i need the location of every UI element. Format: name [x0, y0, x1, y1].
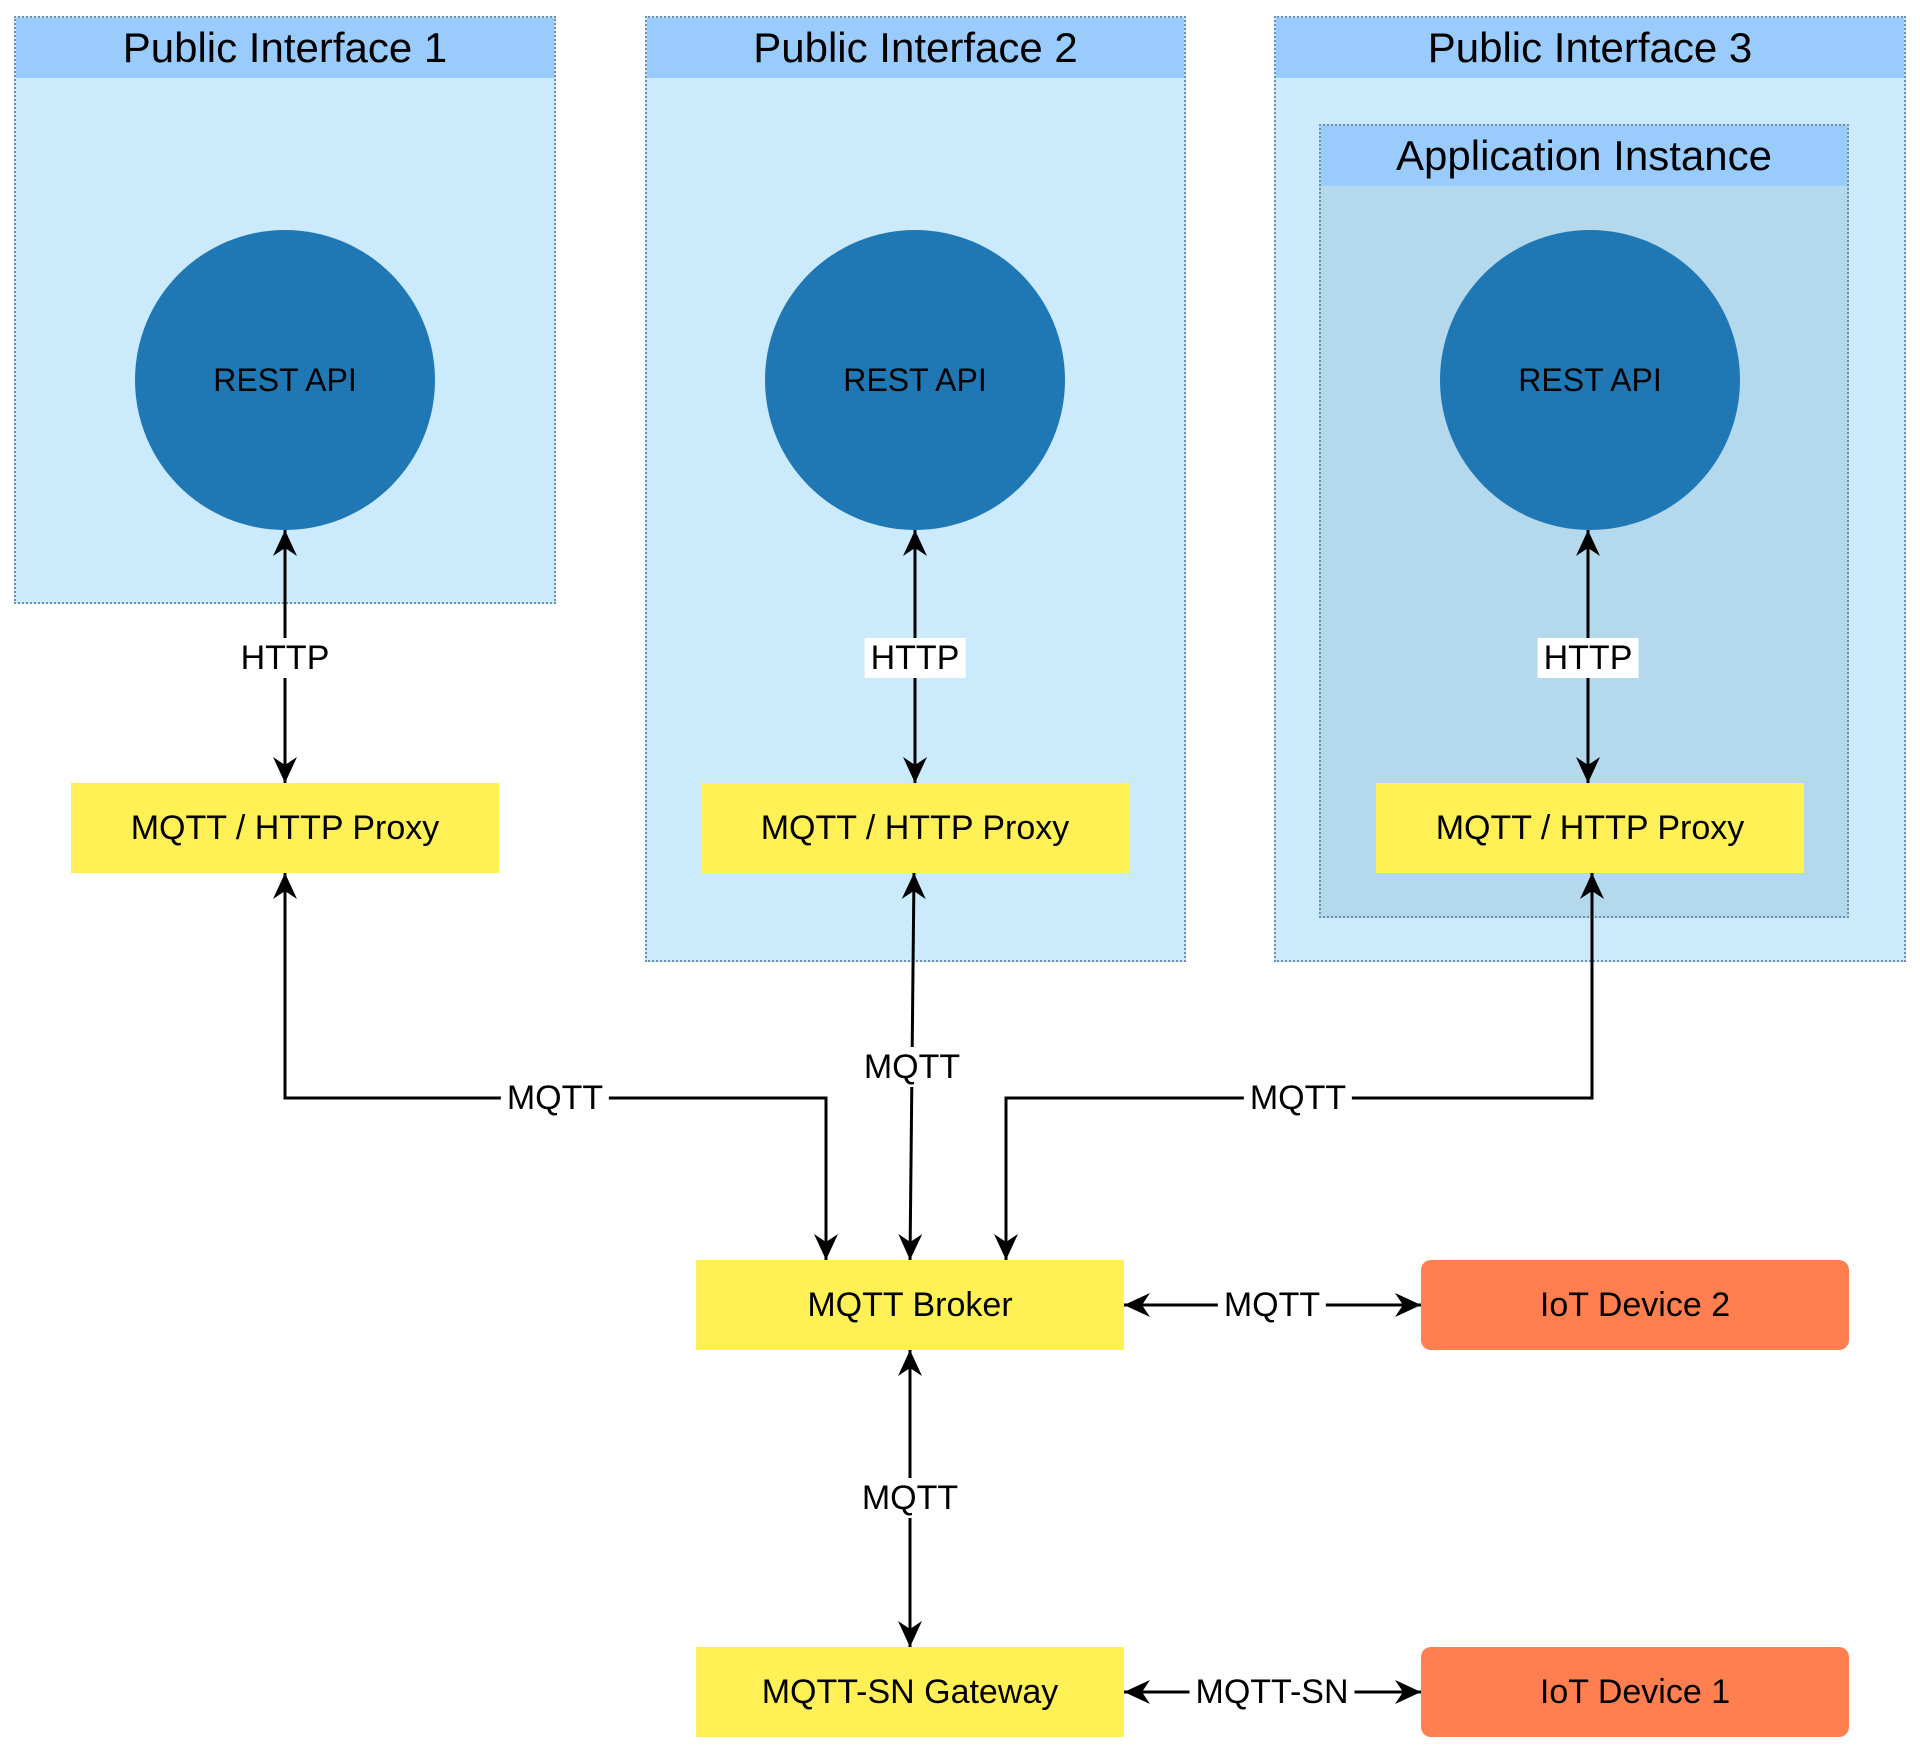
edge-label-mqtt-broker-device2: MQTT [1217, 1285, 1327, 1325]
edge-label-http-3: HTTP [1537, 638, 1639, 678]
edge-label-mqtt-proxy1-broker: MQTT [500, 1078, 610, 1118]
edge-label-mqtt-broker-gateway: MQTT [855, 1478, 965, 1518]
edge-mqttsn-gateway-device1-arrowhead-start [1124, 1680, 1150, 1704]
rest-api-3: REST API [1440, 230, 1740, 530]
rest-api-1: REST API [135, 230, 435, 530]
rest-api-2: REST API [765, 230, 1065, 530]
iot-device-2: IoT Device 2 [1421, 1260, 1849, 1350]
application-instance-title: Application Instance [1321, 126, 1847, 186]
edge-http-1-arrowhead-end [273, 757, 297, 783]
edge-http-3-arrowhead-end [1576, 757, 1600, 783]
mqtt-sn-gateway: MQTT-SN Gateway [696, 1647, 1124, 1737]
edge-label-http-2: HTTP [864, 638, 966, 678]
edge-mqtt-broker-gateway-arrowhead-end [898, 1621, 922, 1647]
public-interface-2-title: Public Interface 2 [647, 18, 1184, 78]
edge-mqtt-broker-device2-arrowhead-start [1124, 1293, 1150, 1317]
edge-mqtt-proxy1-broker-arrowhead-end [814, 1234, 838, 1260]
edge-mqtt-proxy3-broker-arrowhead-start [1580, 873, 1604, 899]
edge-mqtt-broker-device2-arrowhead-end [1395, 1293, 1421, 1317]
edge-mqtt-proxy3-broker [1004, 873, 1594, 1260]
edge-mqtt-proxy1-broker [283, 873, 828, 1260]
edge-http-2-arrowhead-start [903, 530, 927, 556]
public-interface-1-title: Public Interface 1 [16, 18, 554, 78]
mqtt-broker: MQTT Broker [696, 1260, 1124, 1350]
edge-label-mqttsn-gateway-device1: MQTT-SN [1189, 1672, 1355, 1712]
edge-http-3-arrowhead-start [1576, 530, 1600, 556]
edge-http-1-arrowhead-start [273, 530, 297, 556]
mqtt-http-proxy-3: MQTT / HTTP Proxy [1376, 783, 1804, 873]
edge-mqtt-proxy3-broker-arrowhead-end [994, 1234, 1018, 1260]
mqtt-http-proxy-1: MQTT / HTTP Proxy [71, 783, 499, 873]
edge-mqttsn-gateway-device1-arrowhead-end [1395, 1680, 1421, 1704]
iot-device-1: IoT Device 1 [1421, 1647, 1849, 1737]
edge-label-mqtt-proxy3-broker: MQTT [1243, 1078, 1353, 1118]
edge-mqtt-broker-gateway-arrowhead-start [898, 1350, 922, 1376]
edge-label-mqtt-proxy2-broker: MQTT [857, 1047, 967, 1087]
edge-mqtt-proxy2-broker-arrowhead-start [901, 873, 926, 900]
edge-http-2-arrowhead-end [903, 757, 927, 783]
edge-label-http-1: HTTP [234, 638, 336, 678]
mqtt-http-proxy-2: MQTT / HTTP Proxy [701, 783, 1129, 873]
edge-mqtt-proxy2-broker-arrowhead-end [898, 1233, 923, 1260]
public-interface-3-title: Public Interface 3 [1276, 18, 1904, 78]
edge-mqtt-proxy1-broker-arrowhead-start [273, 873, 297, 899]
